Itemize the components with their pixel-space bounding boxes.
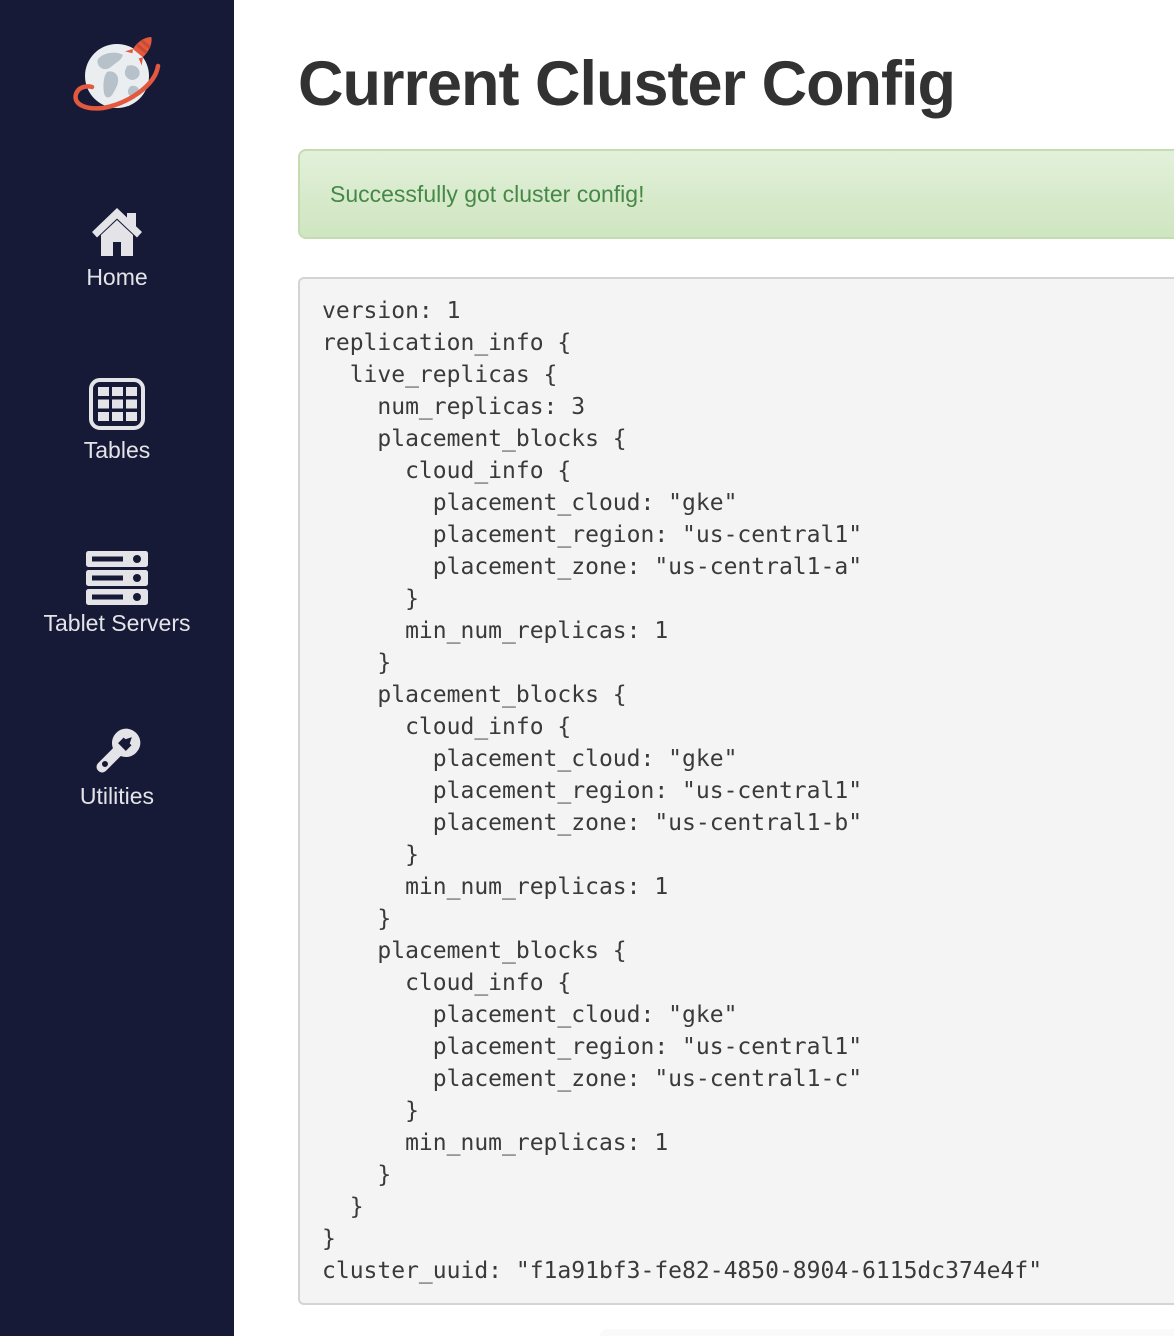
sidebar-item-label: Utilities — [79, 783, 155, 809]
alert-message: Successfully got cluster config! — [330, 181, 645, 207]
wrench-icon — [87, 723, 147, 777]
sidebar-item-tables[interactable]: Tables — [84, 377, 150, 464]
main-content: Current Cluster Config Successfully got … — [234, 0, 1174, 1336]
globe-rocket-logo-svg — [73, 37, 161, 111]
sidebar: Home Tables — [0, 0, 234, 1336]
sidebar-item-tablet-servers[interactable]: Tablet Servers — [43, 550, 191, 637]
sidebar-item-home[interactable]: Home — [86, 204, 148, 291]
sidebar-nav: Home Tables — [43, 204, 191, 810]
cluster-config-text: version: 1 replication_info { live_repli… — [298, 277, 1174, 1305]
home-icon — [89, 204, 145, 258]
sidebar-item-label: Tables — [83, 437, 151, 463]
globe-rocket-logo[interactable] — [71, 32, 163, 116]
sidebar-item-label: Home — [86, 264, 148, 290]
table-grid-icon — [88, 377, 146, 431]
partial-bottom-element — [600, 1329, 1174, 1336]
sidebar-item-label: Tablet Servers — [43, 610, 191, 636]
sidebar-item-utilities[interactable]: Utilities — [80, 723, 154, 810]
server-stack-icon — [85, 550, 149, 605]
page-title: Current Cluster Config — [298, 49, 956, 119]
success-alert: Successfully got cluster config! — [298, 149, 1174, 239]
